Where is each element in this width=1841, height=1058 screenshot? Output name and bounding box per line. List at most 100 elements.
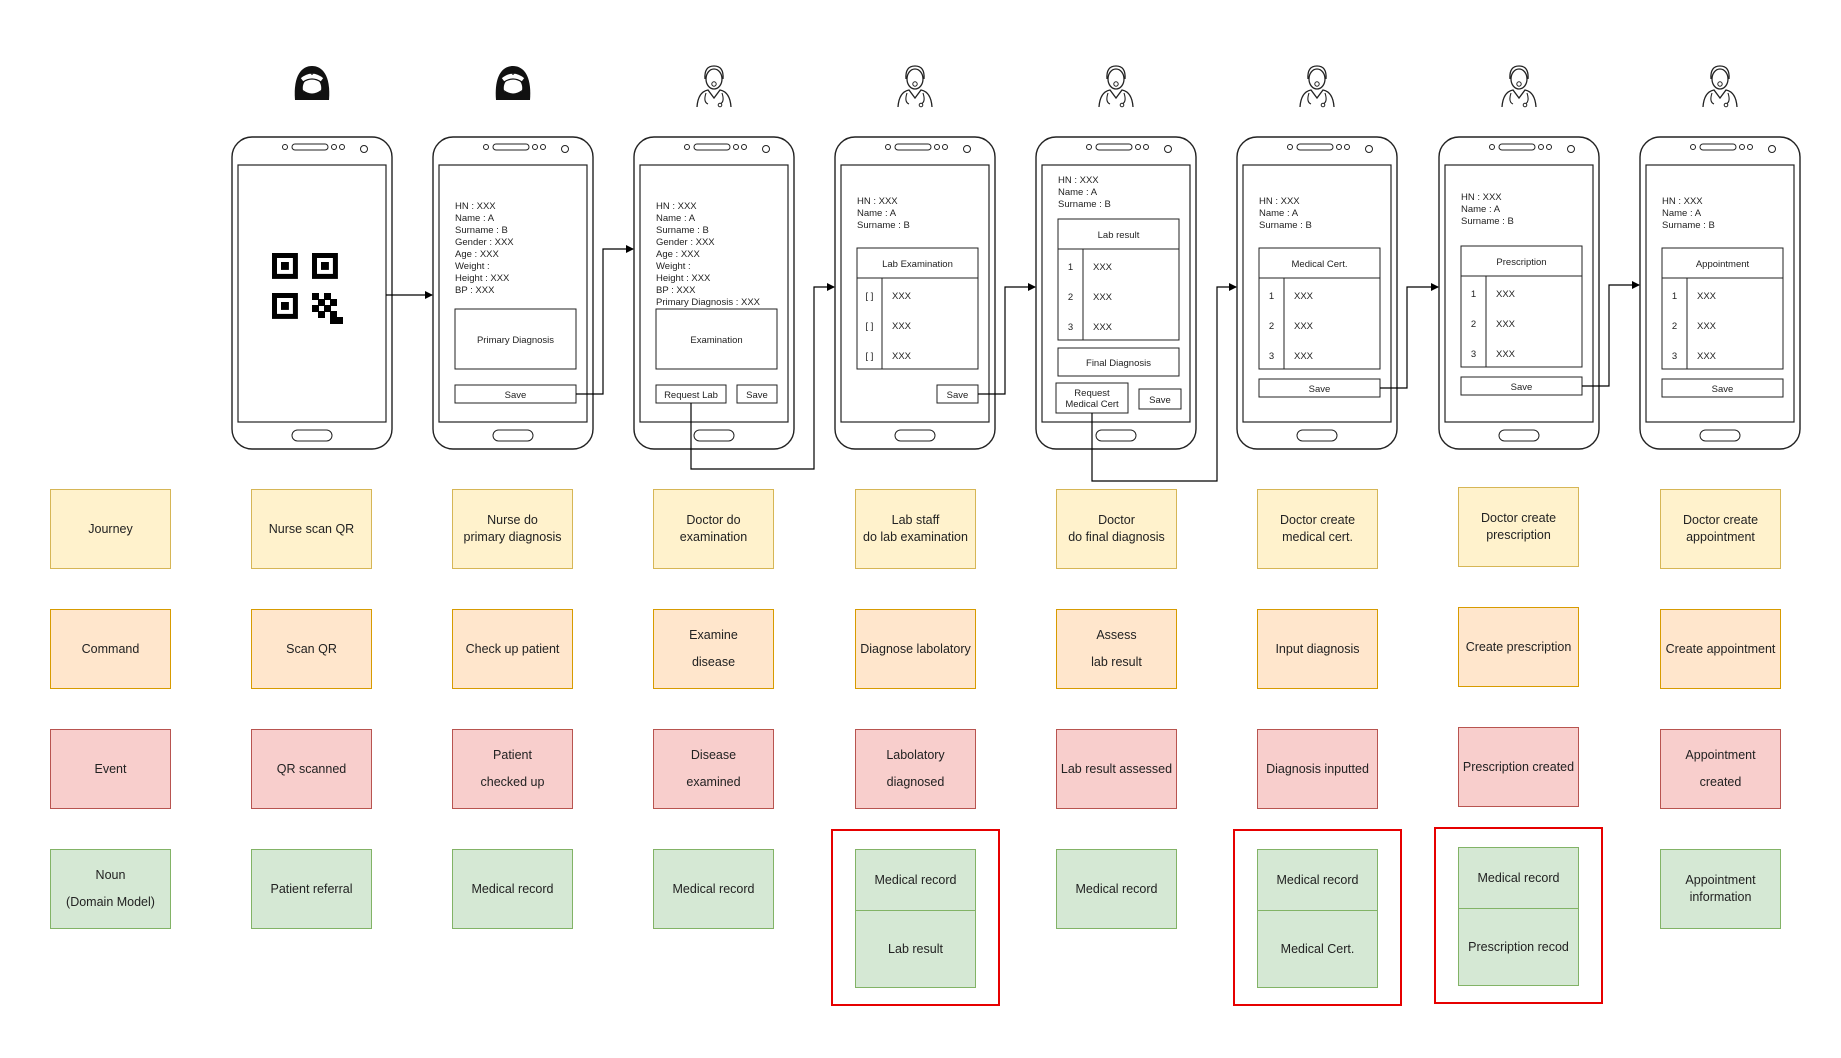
record-row-value: XXX xyxy=(1496,349,1516,360)
qr-module xyxy=(336,317,343,324)
journey-note: Doctor create appointment xyxy=(1660,489,1781,569)
patient-field-text: BP : XXX xyxy=(656,285,696,296)
phone-screen xyxy=(639,164,789,423)
phone-sensor xyxy=(1747,144,1753,150)
record-table-title: Lab Examination xyxy=(882,259,953,270)
flow-arrow xyxy=(978,283,1036,395)
doctor-coat xyxy=(1098,89,1134,108)
phone-sensor xyxy=(1538,144,1544,150)
phone-sensor xyxy=(532,144,538,150)
event-row-header: Event xyxy=(50,729,171,809)
flow-arrow xyxy=(1091,283,1237,482)
record-row-label: [ ] xyxy=(866,321,874,332)
phone-speaker xyxy=(1095,143,1133,151)
record-row-label: 1 xyxy=(1672,291,1677,302)
phone-sensor xyxy=(1739,144,1745,150)
nurse-cap-cross xyxy=(310,71,314,75)
record-row-label: 2 xyxy=(1068,292,1073,303)
journey-row-header: Journey xyxy=(50,489,171,569)
patient-field-text: Weight : xyxy=(455,261,490,272)
record-table xyxy=(1258,247,1381,370)
phone-front-camera xyxy=(561,145,569,153)
patient-field-text: HN : XXX xyxy=(455,201,496,212)
nurse-mask xyxy=(504,90,522,99)
journey-note: Lab staff do lab examination xyxy=(855,489,976,569)
flow-arrow xyxy=(1582,281,1640,387)
request-medical-cert-label: Request xyxy=(1074,388,1110,399)
journey-note: Nurse scan QR xyxy=(251,489,372,569)
phone-sensor xyxy=(331,144,337,150)
domain-model-entry: Medical record xyxy=(1258,850,1377,911)
save-button xyxy=(1138,388,1182,410)
phone-front-camera xyxy=(963,145,971,153)
patient-field-text: Height : XXX xyxy=(455,273,510,284)
command-note: Input diagnosis xyxy=(1257,609,1378,689)
patient-field-text: Gender : XXX xyxy=(455,237,514,248)
doctor-coat xyxy=(1702,89,1738,108)
save-button-label: Save xyxy=(1309,384,1331,395)
phone-camera xyxy=(282,144,288,150)
doctor-icon xyxy=(1098,65,1134,108)
request-medical-cert-label: Medical Cert xyxy=(1065,399,1119,410)
command-note: Scan QR xyxy=(251,609,372,689)
flow-arrow xyxy=(690,283,835,470)
doctor-icon xyxy=(897,65,933,108)
record-row-label: [ ] xyxy=(866,291,874,302)
patient-field-text: Name : A xyxy=(857,208,897,219)
record-row-value: XXX xyxy=(892,291,912,302)
phone-1 xyxy=(231,136,393,450)
phone-home-button xyxy=(1296,429,1338,442)
save-button xyxy=(1661,378,1784,398)
qr-module xyxy=(330,299,337,306)
patient-field-text: Surname : B xyxy=(455,225,508,236)
diagnosis-box-label: Primary Diagnosis xyxy=(477,335,554,346)
phone-sensor xyxy=(1336,144,1342,150)
event-note: Labolatory diagnosed xyxy=(855,729,976,809)
noun-note: Medical record xyxy=(653,849,774,929)
doctor-nose xyxy=(1113,81,1119,87)
doctor-icon xyxy=(1702,65,1738,108)
nurse-mask xyxy=(303,90,321,99)
phone-sensor xyxy=(339,144,345,150)
final-diagnosis-label: Final Diagnosis xyxy=(1086,358,1151,369)
doctor-face xyxy=(906,68,924,90)
patient-field-text: HN : XXX xyxy=(656,201,697,212)
phone-speaker xyxy=(693,143,731,151)
doctor-hair xyxy=(905,65,925,80)
doctor-hair xyxy=(1307,65,1327,80)
doctor-face xyxy=(1510,68,1528,90)
diagnosis-box xyxy=(655,308,778,370)
patient-field-text: HN : XXX xyxy=(1461,192,1502,203)
nurse-icon xyxy=(294,66,330,100)
record-table-title: Prescription xyxy=(1496,257,1546,268)
record-row-value: XXX xyxy=(1697,351,1717,362)
record-row-label: 2 xyxy=(1471,319,1476,330)
record-row-value: XXX xyxy=(1496,319,1516,330)
noun-note: Patient referral xyxy=(251,849,372,929)
domain-model-entry: Medical record xyxy=(856,850,975,911)
doctor-face xyxy=(705,68,723,90)
command-note: Diagnose labolatory xyxy=(855,609,976,689)
patient-field-text: Name : A xyxy=(1058,187,1098,198)
record-table xyxy=(856,247,979,370)
nurse-icon xyxy=(495,66,531,100)
flow-arrow xyxy=(576,245,634,395)
record-row-value: XXX xyxy=(1093,262,1113,273)
save-button-label: Save xyxy=(1511,382,1533,393)
request-lab-label: Request Lab xyxy=(664,390,718,401)
doctor-nose xyxy=(1516,81,1522,87)
phone-home-button xyxy=(693,429,735,442)
record-row-label: 3 xyxy=(1672,351,1677,362)
qr-module xyxy=(324,293,331,300)
qr-module xyxy=(312,305,319,312)
phone-sensor xyxy=(942,144,948,150)
doctor-nose xyxy=(711,81,717,87)
patient-field-text: Age : XXX xyxy=(656,249,700,260)
journey-note: Nurse do primary diagnosis xyxy=(452,489,573,569)
patient-field-text: Height : XXX xyxy=(656,273,711,284)
